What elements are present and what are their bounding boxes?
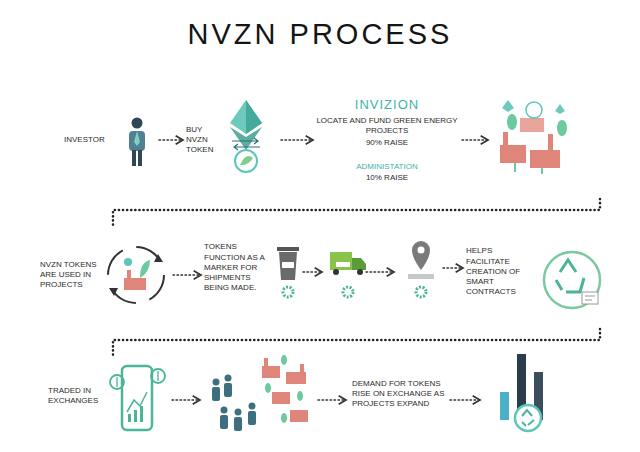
process-step: HELPS FACILITATE CREATION OF SMART CONTR…	[466, 246, 606, 297]
step-text: HELPS FACILITATE CREATION OF SMART CONTR…	[466, 246, 534, 297]
growth-chart-icon	[500, 354, 543, 431]
process-step: DEMAND FOR TOKENS RISE ON EXCHANGE AS PR…	[352, 379, 446, 410]
process-step: NVZN TOKENS ARE USED IN PROJECTS	[40, 260, 170, 291]
step-text: 90% RAISE	[316, 138, 458, 148]
step-text: LOCATE AND FUND GREEN ENERGY PROJECTS	[316, 116, 458, 136]
step-text: INVIZION	[316, 97, 458, 114]
token-icon	[230, 100, 262, 172]
step-text: NVZN TOKENS ARE USED IN PROJECTS	[40, 260, 98, 291]
dotted-arrow	[443, 267, 463, 269]
step-text: ADMINISTATION	[316, 162, 458, 172]
recycle-icon	[544, 252, 600, 308]
step-text: BUY NVZN TOKEN	[186, 125, 218, 156]
step-text: TRADED IN EXCHANGES	[48, 386, 104, 406]
process-step: TRADED IN EXCHANGES	[48, 386, 166, 406]
exchange-phone-icon	[110, 366, 165, 430]
dotted-arrow	[172, 140, 488, 400]
dotted-arrow	[173, 274, 201, 276]
shipment-icons	[277, 241, 434, 297]
process-step: INVIZION LOCATE AND FUND GREEN ENERGY PRO…	[316, 97, 458, 184]
diagram-title: NVZN PROCESS	[0, 18, 640, 51]
step-text: 10% RAISE	[316, 173, 458, 183]
process-step: BUY NVZN TOKEN	[186, 125, 278, 156]
process-step: INVESTOR	[64, 135, 156, 145]
projects-icon	[500, 100, 567, 174]
people-projects-icon	[212, 355, 308, 431]
dotted-arrow	[159, 139, 183, 141]
process-step: TOKENS FUNCTION AS A MARKER FOR SHIPMENT…	[204, 242, 440, 293]
step-text: DEMAND FOR TOKENS RISE ON EXCHANGE AS PR…	[352, 379, 446, 410]
step-text: INVESTOR	[64, 135, 116, 145]
step-text: TOKENS FUNCTION AS A MARKER FOR SHIPMENT…	[204, 242, 268, 293]
dotted-arrow	[281, 139, 313, 141]
investor-icon	[129, 118, 145, 167]
cycle-icon	[108, 247, 164, 303]
row-connector	[113, 199, 600, 356]
